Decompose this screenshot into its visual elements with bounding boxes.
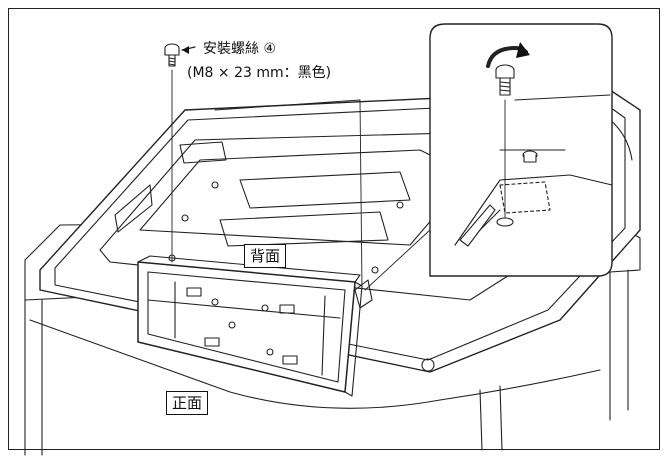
stand-bracket [137,255,373,397]
front-side-label: 正面 [166,391,209,415]
back-side-label: 背面 [244,244,287,268]
figure-frame [8,8,660,450]
screw-spec-label: (M8 × 23 mm：黑色) [187,65,332,81]
screw-name-label: 安裝螺絲 ④ [203,41,277,57]
arrowhead [182,46,189,54]
rotation-arrow-icon [486,42,530,68]
guide-line [214,99,363,289]
screw-icon [164,43,180,67]
screw-icon [495,64,515,96]
detail-inset [429,23,613,277]
